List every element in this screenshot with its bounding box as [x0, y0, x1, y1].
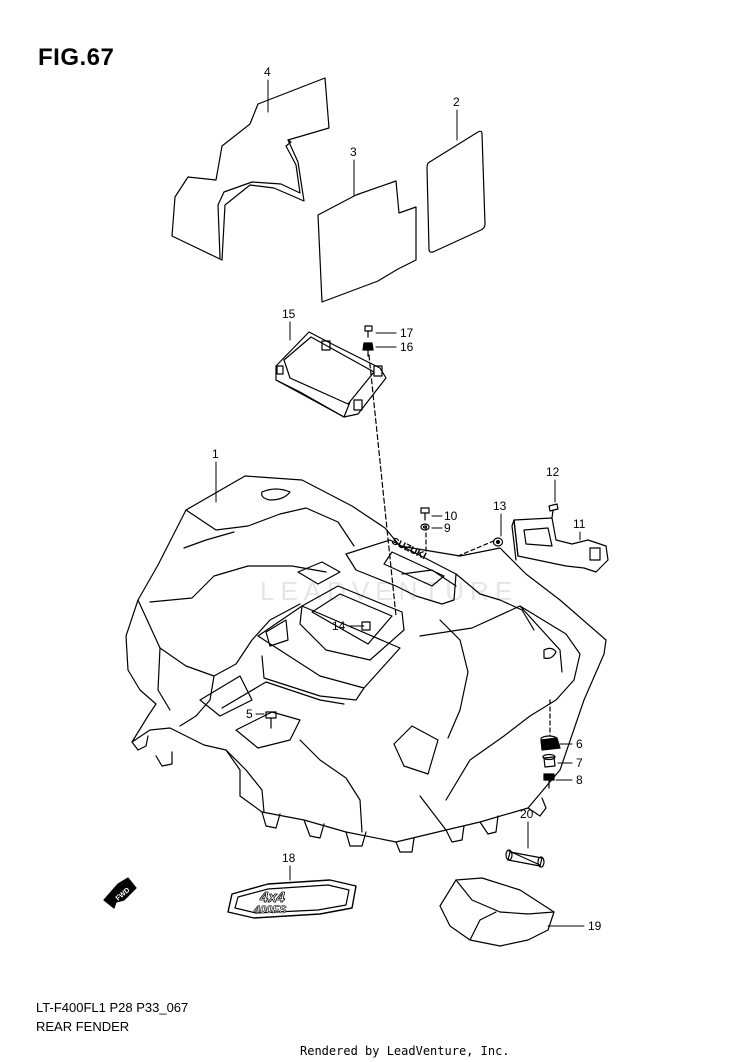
callout-2[interactable]: 2 [453, 95, 460, 109]
callout-11[interactable]: 11 [573, 517, 586, 531]
part-18-emblem[interactable] [228, 880, 356, 918]
part-19-cover[interactable] [440, 878, 554, 946]
callout-9[interactable]: 9 [444, 521, 451, 535]
part-4-sheet[interactable] [172, 78, 329, 260]
callout-7[interactable]: 7 [576, 756, 583, 770]
callout-15[interactable]: 15 [282, 307, 296, 321]
part-16-nut[interactable] [363, 343, 373, 356]
part-8-bolt[interactable] [544, 774, 554, 788]
part-10-screw[interactable] [421, 508, 429, 520]
figure-title: FIG.67 [38, 44, 115, 71]
part-2-sheet[interactable] [427, 131, 485, 252]
callout-16[interactable]: 16 [400, 340, 414, 354]
callout-18[interactable]: 18 [282, 851, 296, 865]
callout-8[interactable]: 8 [576, 773, 583, 787]
assembly-line [369, 355, 396, 616]
callout-1[interactable]: 1 [212, 447, 219, 461]
figure-model-code: LT-F400FL1 P28 P33_067 [36, 1000, 189, 1015]
watermark: LEADVENTURE [260, 576, 518, 606]
render-credit: Rendered by LeadVenture, Inc. [300, 1044, 510, 1058]
callout-labels: 4 2 3 15 17 16 1 12 10 9 13 11 14 5 6 7 … [212, 65, 602, 933]
leader-lines [216, 80, 584, 926]
part-15-box[interactable] [276, 332, 386, 417]
emblem-bottom-text: 400FS [253, 904, 287, 916]
emblem-top-text: 4x4 [259, 889, 286, 906]
part-6-cushion[interactable] [541, 736, 560, 750]
callout-20[interactable]: 20 [520, 807, 534, 821]
assembly-line [458, 540, 496, 556]
part-3-sheet[interactable] [318, 181, 416, 302]
part-11-bracket[interactable] [512, 518, 608, 572]
callout-13[interactable]: 13 [493, 499, 507, 513]
fwd-arrow-icon [104, 878, 136, 908]
callout-12[interactable]: 12 [546, 465, 560, 479]
part-5-bolt[interactable] [266, 712, 276, 728]
callout-10[interactable]: 10 [444, 509, 458, 523]
part-9-grommet[interactable] [421, 524, 429, 530]
callout-6[interactable]: 6 [576, 737, 583, 751]
fender-brand-decal: SUZUKI [390, 536, 428, 562]
part-1-rear-fender[interactable] [126, 476, 606, 852]
figure-name: REAR FENDER [36, 1019, 130, 1034]
callout-3[interactable]: 3 [350, 145, 357, 159]
callout-4[interactable]: 4 [264, 65, 271, 79]
part-12-screw[interactable] [549, 504, 558, 518]
part-17-bolt[interactable] [365, 326, 372, 337]
callout-19[interactable]: 19 [588, 919, 602, 933]
callout-5[interactable]: 5 [246, 707, 253, 721]
callout-14[interactable]: 14 [332, 619, 346, 633]
callout-17[interactable]: 17 [400, 326, 414, 340]
part-13-grommet[interactable] [494, 538, 503, 546]
part-20-tube[interactable] [506, 850, 544, 867]
part-7-collar[interactable] [543, 755, 555, 768]
